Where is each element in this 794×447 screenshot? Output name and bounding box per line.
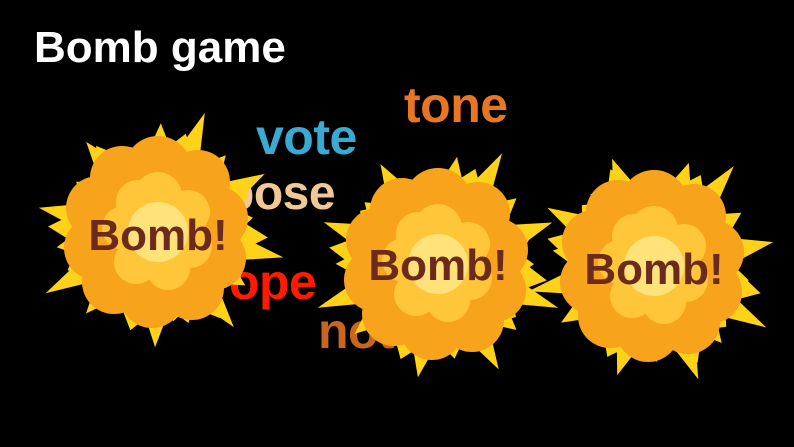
explosion-burst-icon [317, 153, 559, 378]
bomb-card-1[interactable]: Bomb! [38, 100, 284, 360]
burst-core [408, 234, 468, 294]
bomb-label: Bomb! [584, 245, 724, 294]
bomb-label: Bomb! [368, 241, 508, 290]
bomb-card-2[interactable]: Bomb! [317, 132, 559, 392]
word-vote[interactable]: vote [256, 109, 357, 165]
burst-core [128, 202, 188, 262]
explosion-burst-icon [38, 112, 284, 348]
burst-core [624, 236, 684, 296]
word-tone[interactable]: tone [404, 77, 508, 133]
explosion-burst-icon [528, 158, 774, 380]
bomb-label: Bomb! [88, 211, 228, 260]
bomb-card-3[interactable]: Bomb! [528, 134, 774, 394]
page-title: Bomb game [34, 23, 286, 72]
